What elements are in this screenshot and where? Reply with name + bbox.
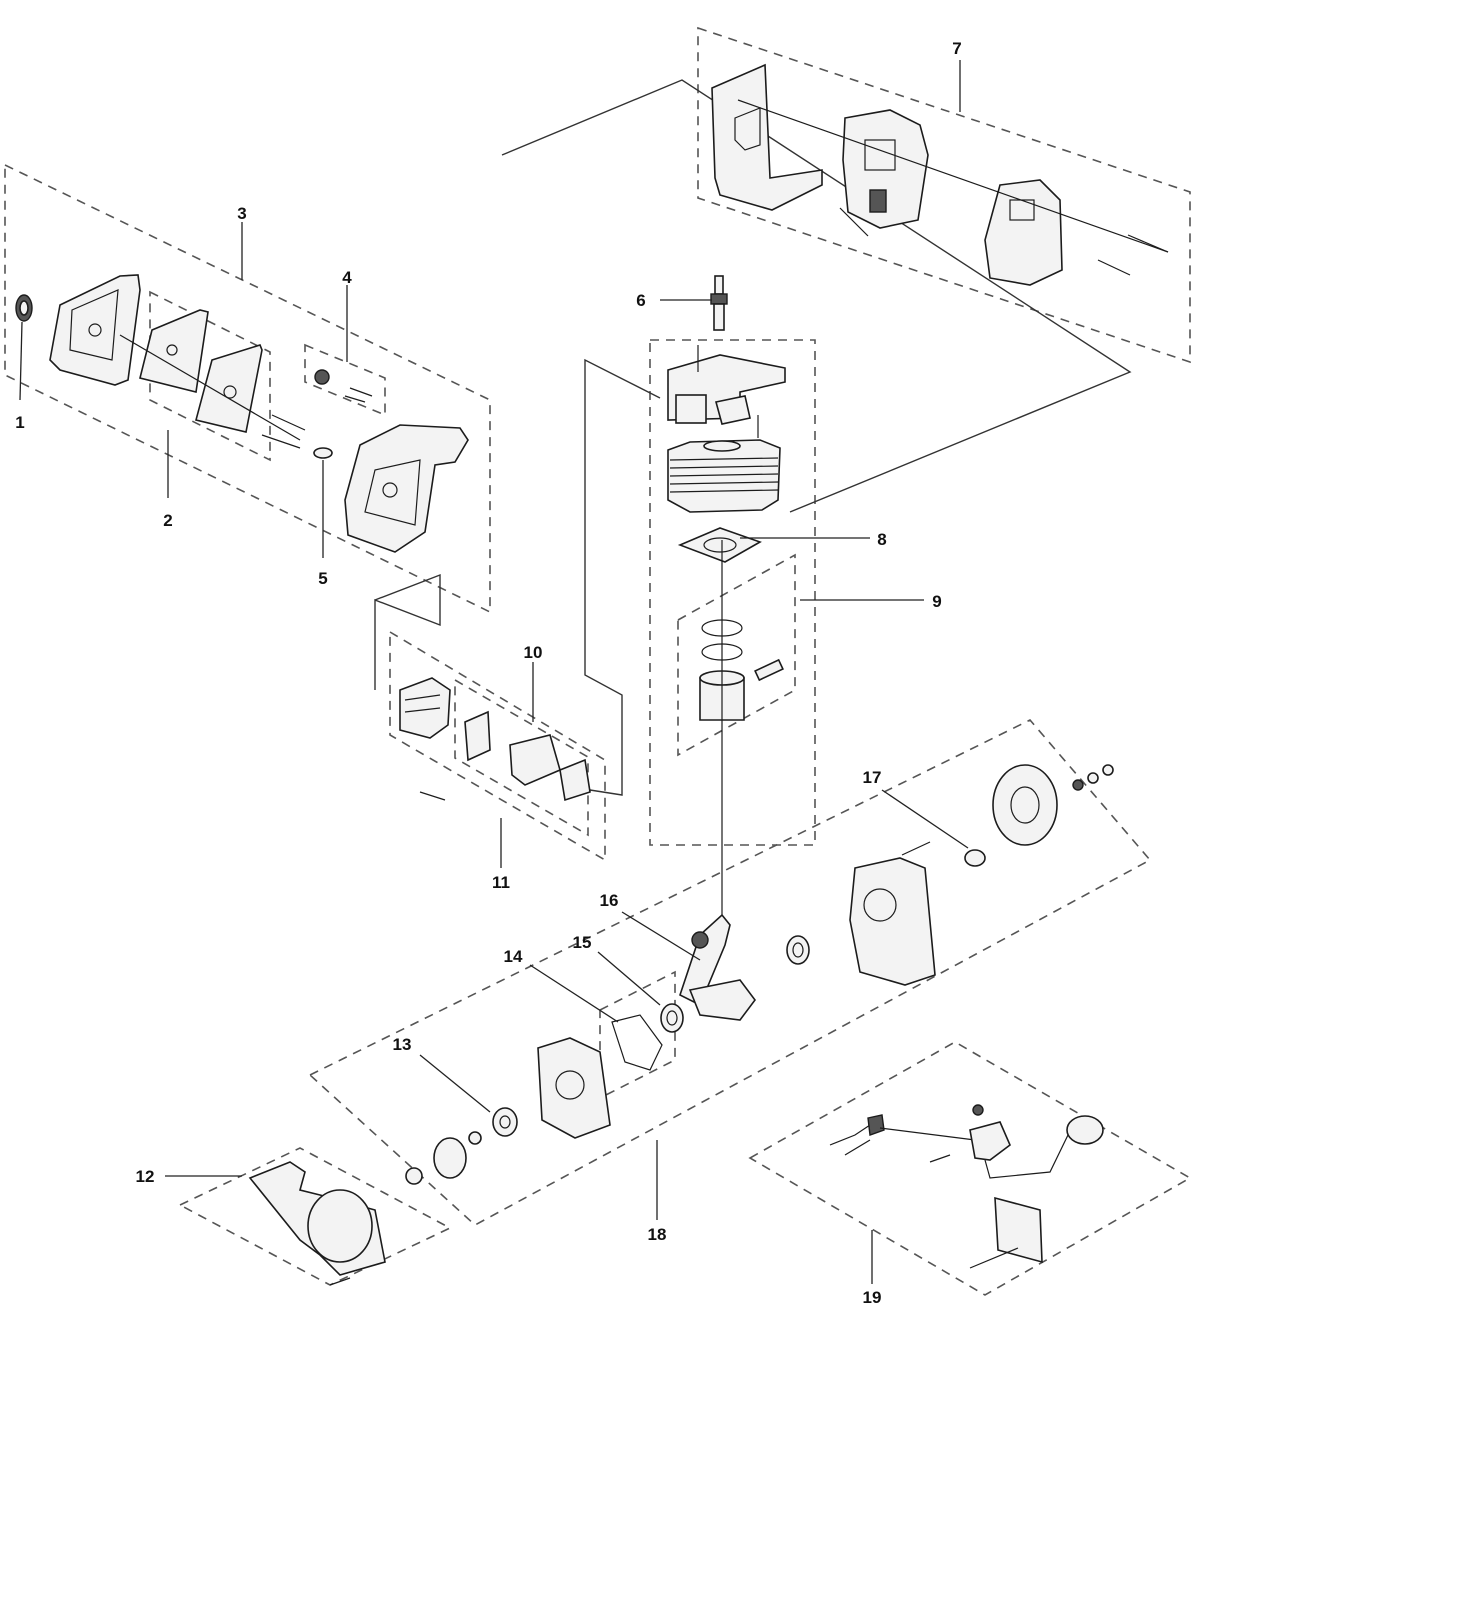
ignition-parts xyxy=(829,1104,1104,1269)
carburettor-part xyxy=(399,677,451,739)
callout-12: 12 xyxy=(136,1167,155,1186)
bearing-right-part xyxy=(786,935,810,965)
piston-box xyxy=(677,553,796,757)
filter-screws xyxy=(119,334,306,449)
group-10-box xyxy=(454,678,589,837)
callout-8: 8 xyxy=(877,530,886,549)
outline-carb-link xyxy=(374,573,441,690)
crankshaft-part xyxy=(679,913,756,1021)
carb-screw xyxy=(419,791,446,801)
callout-16: 16 xyxy=(600,891,619,910)
callout-7: 7 xyxy=(952,39,961,58)
callout-17: 17 xyxy=(863,768,882,787)
group-7-box xyxy=(697,26,1191,364)
starter-housing-part xyxy=(248,1161,386,1286)
callout-9: 9 xyxy=(932,592,941,611)
clutch-drum-part xyxy=(964,764,1114,867)
crankcase-left-part xyxy=(537,1014,663,1139)
callout-3: 3 xyxy=(237,204,246,223)
spark-plug-part xyxy=(710,275,728,331)
leader-13 xyxy=(419,1054,491,1113)
leader-1 xyxy=(19,321,23,401)
callout-4: 4 xyxy=(342,268,352,287)
leader-17 xyxy=(881,789,969,849)
muffler-cover-part xyxy=(984,179,1063,286)
cylinder-gasket-part xyxy=(677,527,762,563)
group-16-box xyxy=(599,970,676,1100)
intake-spacer-part xyxy=(464,710,491,762)
outline-cylinder-link xyxy=(584,358,661,796)
heat-shield-part xyxy=(711,63,823,211)
callout-1: 1 xyxy=(15,413,24,432)
leader-16 xyxy=(621,911,701,961)
group-11-box xyxy=(389,630,606,862)
intake-gasket-part xyxy=(559,758,591,802)
callout-10: 10 xyxy=(524,643,543,662)
choke-parts xyxy=(314,369,373,403)
washer-13-part xyxy=(468,1107,518,1145)
leader-15 xyxy=(597,951,661,1006)
carburettor-housing-part xyxy=(344,424,469,553)
callout-15: 15 xyxy=(573,933,592,952)
cylinder-part xyxy=(667,345,786,513)
callout-19: 19 xyxy=(863,1288,882,1307)
callout-6: 6 xyxy=(636,291,645,310)
washer-part xyxy=(313,447,333,459)
muffler-bolts xyxy=(737,99,1169,276)
leader-14 xyxy=(529,964,619,1023)
group-19-box xyxy=(748,1041,1192,1296)
filter-element-part xyxy=(139,309,209,393)
muffler-body-part xyxy=(842,109,929,229)
callout-13: 13 xyxy=(393,1035,412,1054)
piston-part xyxy=(699,619,784,721)
callout-18: 18 xyxy=(648,1225,667,1244)
clutch-pin xyxy=(901,841,931,856)
group-12-box xyxy=(178,1147,452,1286)
air-filter-cover-part xyxy=(49,274,141,386)
starter-pulley-part xyxy=(405,1137,467,1185)
bearing-left-part xyxy=(660,1003,684,1033)
group-2-box xyxy=(149,290,271,462)
intake-manifold-part xyxy=(509,734,561,786)
callout-11: 11 xyxy=(492,873,510,892)
callout-2: 2 xyxy=(163,511,172,530)
callout-5: 5 xyxy=(318,569,327,588)
callout-14: 14 xyxy=(504,947,523,966)
filter-holder-part xyxy=(195,344,263,433)
group-3-box xyxy=(4,163,491,614)
crankcase-right-part xyxy=(849,857,936,986)
knob-part xyxy=(15,294,33,322)
outline-muffler-plane xyxy=(501,79,1132,513)
